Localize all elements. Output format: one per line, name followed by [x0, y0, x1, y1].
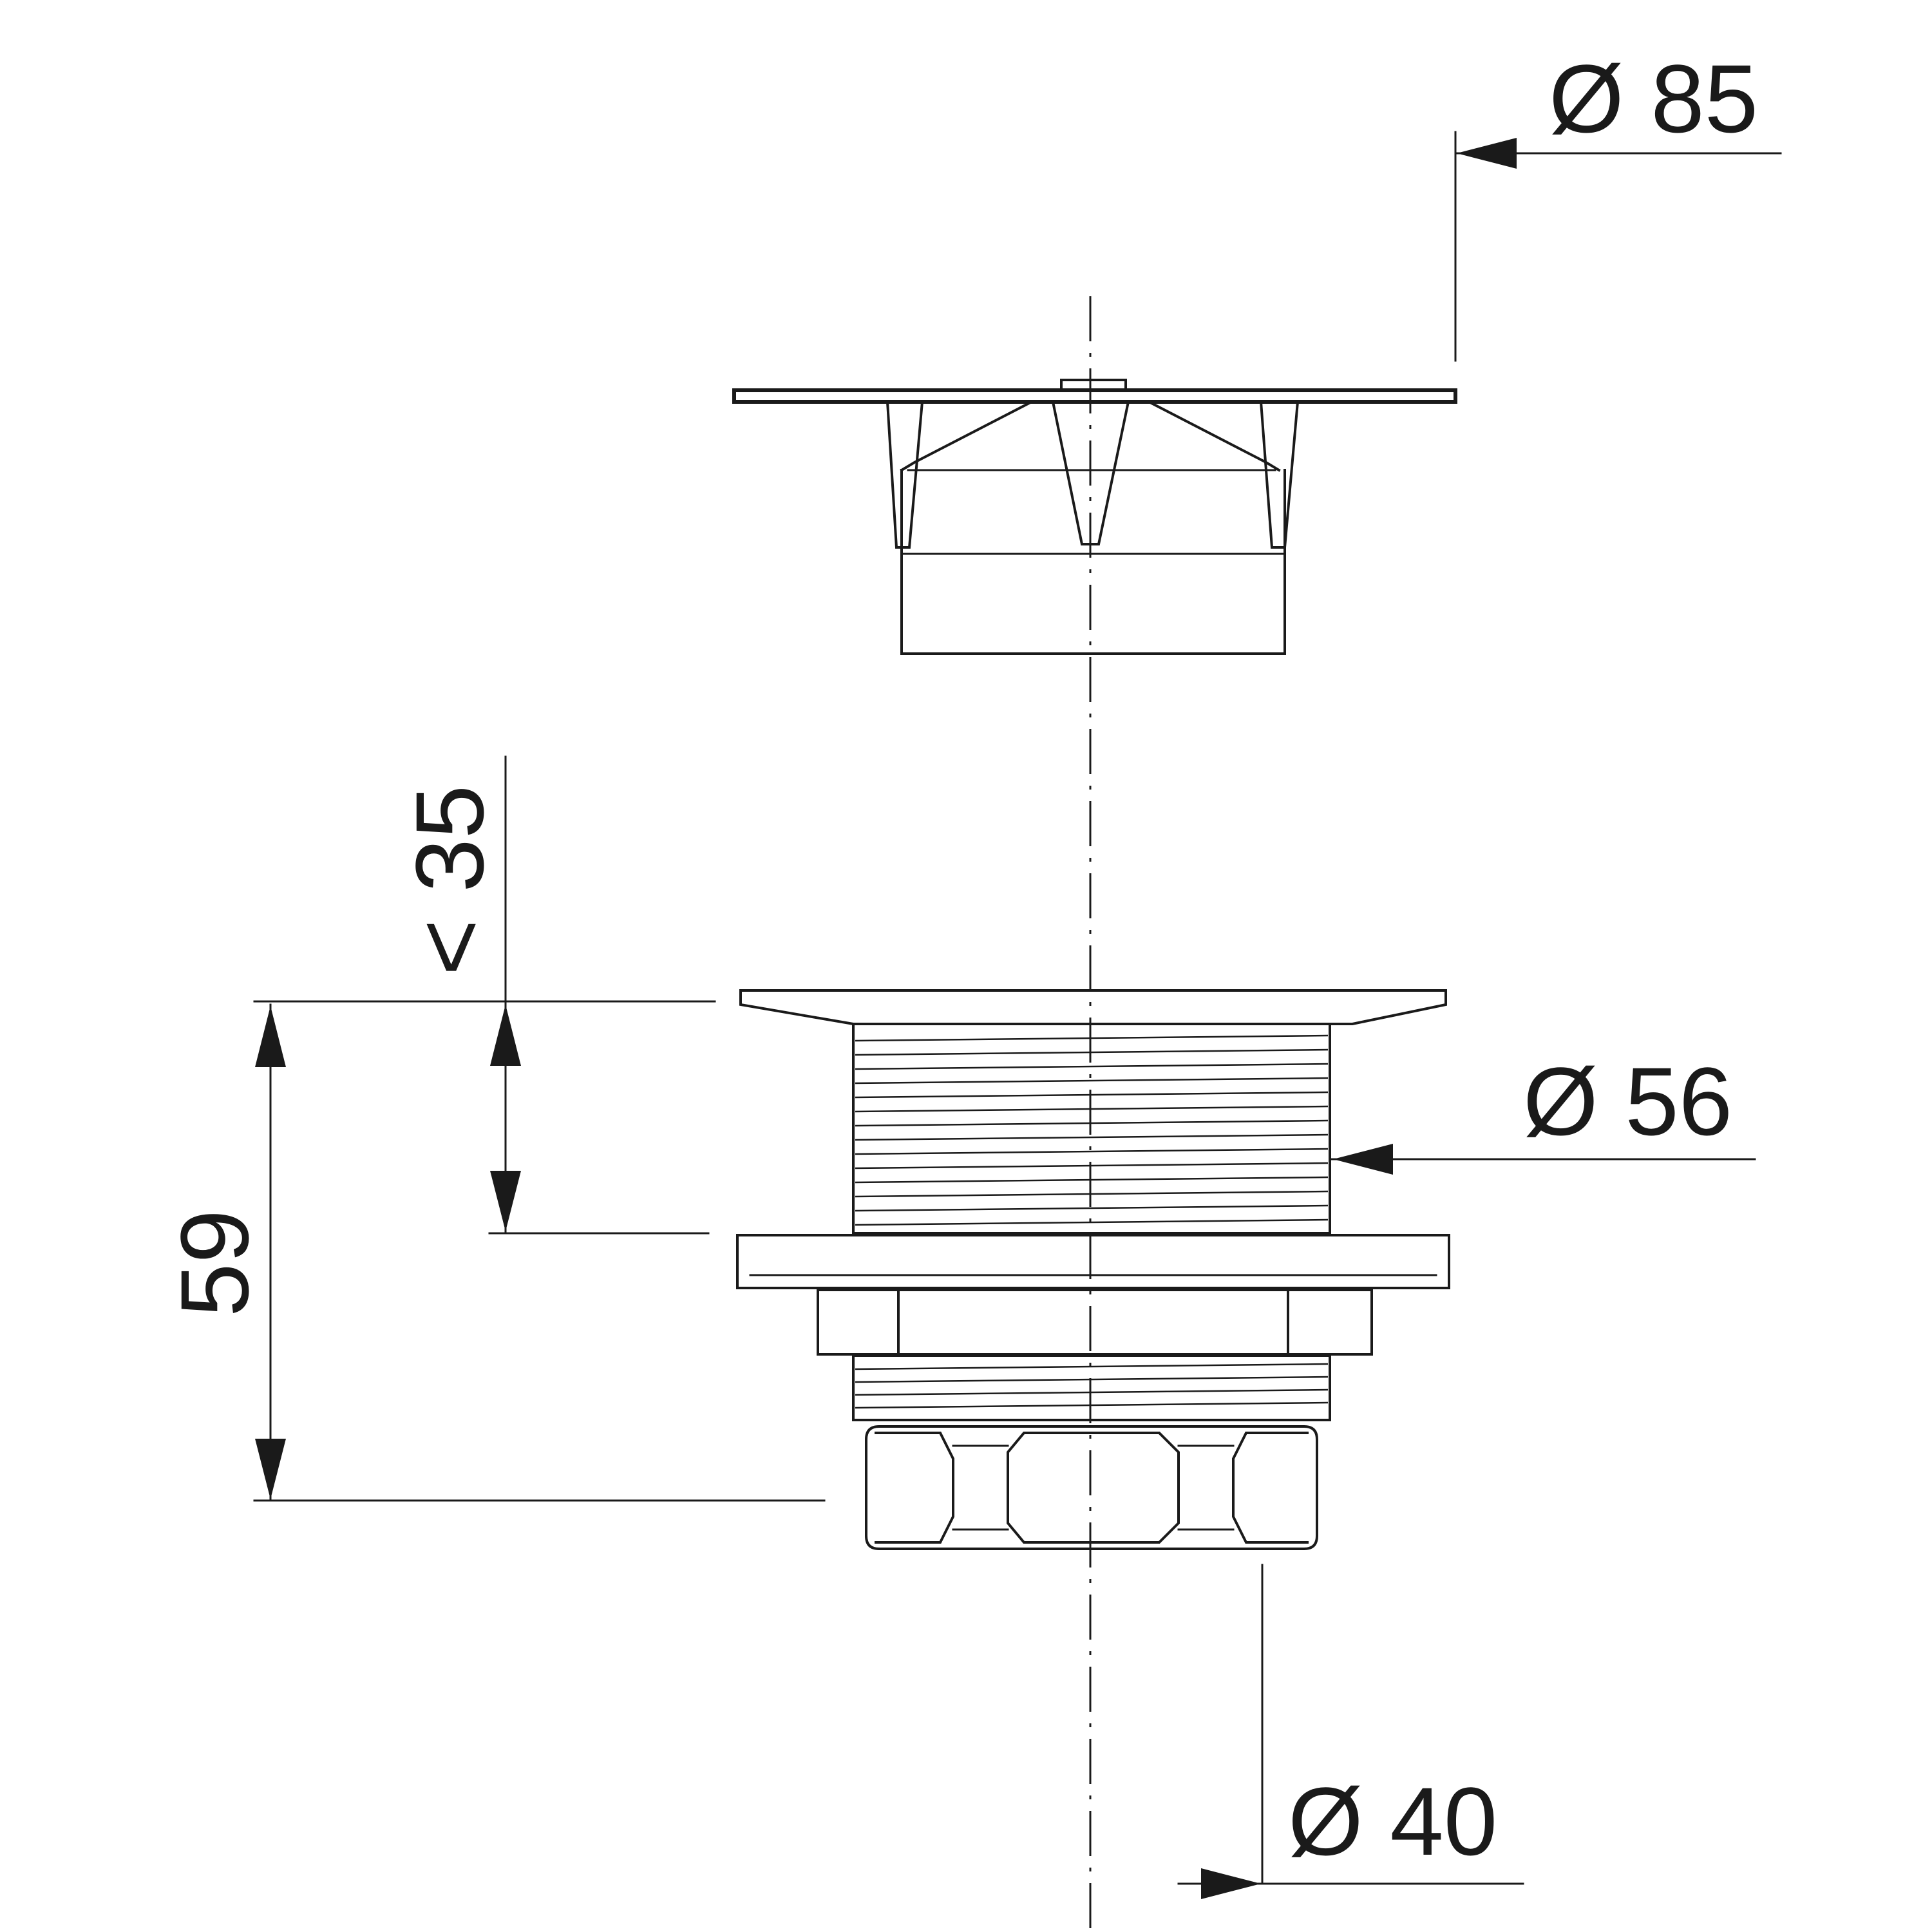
- dimension-diameter-85: Ø 85: [1454, 44, 1782, 362]
- thread-line: [855, 1133, 1329, 1141]
- thread-line: [855, 1190, 1329, 1198]
- dimension-height-59: 59: [160, 1003, 826, 1502]
- thread-line: [855, 1401, 1329, 1409]
- label-height-35: < 35: [395, 785, 504, 976]
- label-height-59: 59: [160, 1209, 269, 1317]
- thread-line: [855, 1363, 1329, 1370]
- thread-line: [855, 1162, 1329, 1170]
- thread-line: [855, 1091, 1329, 1099]
- label-diameter-56: Ø 56: [1523, 1047, 1732, 1155]
- label-diameter-40: Ø 40: [1288, 1767, 1497, 1875]
- thread-line: [855, 1218, 1329, 1226]
- dimension-diameter-56: Ø 56: [1331, 1047, 1756, 1175]
- drain-body: [736, 989, 1450, 1550]
- thread-line: [855, 1376, 1329, 1383]
- stem-threads: [855, 1363, 1329, 1409]
- thread-line: [855, 1204, 1329, 1212]
- thread-line: [855, 1048, 1329, 1056]
- dimension-height-35: < 35: [253, 755, 716, 1235]
- thread-line: [855, 1063, 1329, 1070]
- thread-line: [855, 1034, 1329, 1042]
- thread-line: [855, 1077, 1329, 1084]
- plug-cap: [732, 379, 1457, 655]
- label-diameter-85: Ø 85: [1549, 44, 1758, 153]
- sleeve-threads: [855, 1034, 1329, 1226]
- thread-line: [855, 1176, 1329, 1184]
- thread-line: [855, 1105, 1329, 1113]
- thread-line: [855, 1388, 1329, 1396]
- thread-line: [855, 1148, 1329, 1155]
- dimension-diameter-40: Ø 40: [1177, 1564, 1524, 1899]
- thread-line: [855, 1119, 1329, 1127]
